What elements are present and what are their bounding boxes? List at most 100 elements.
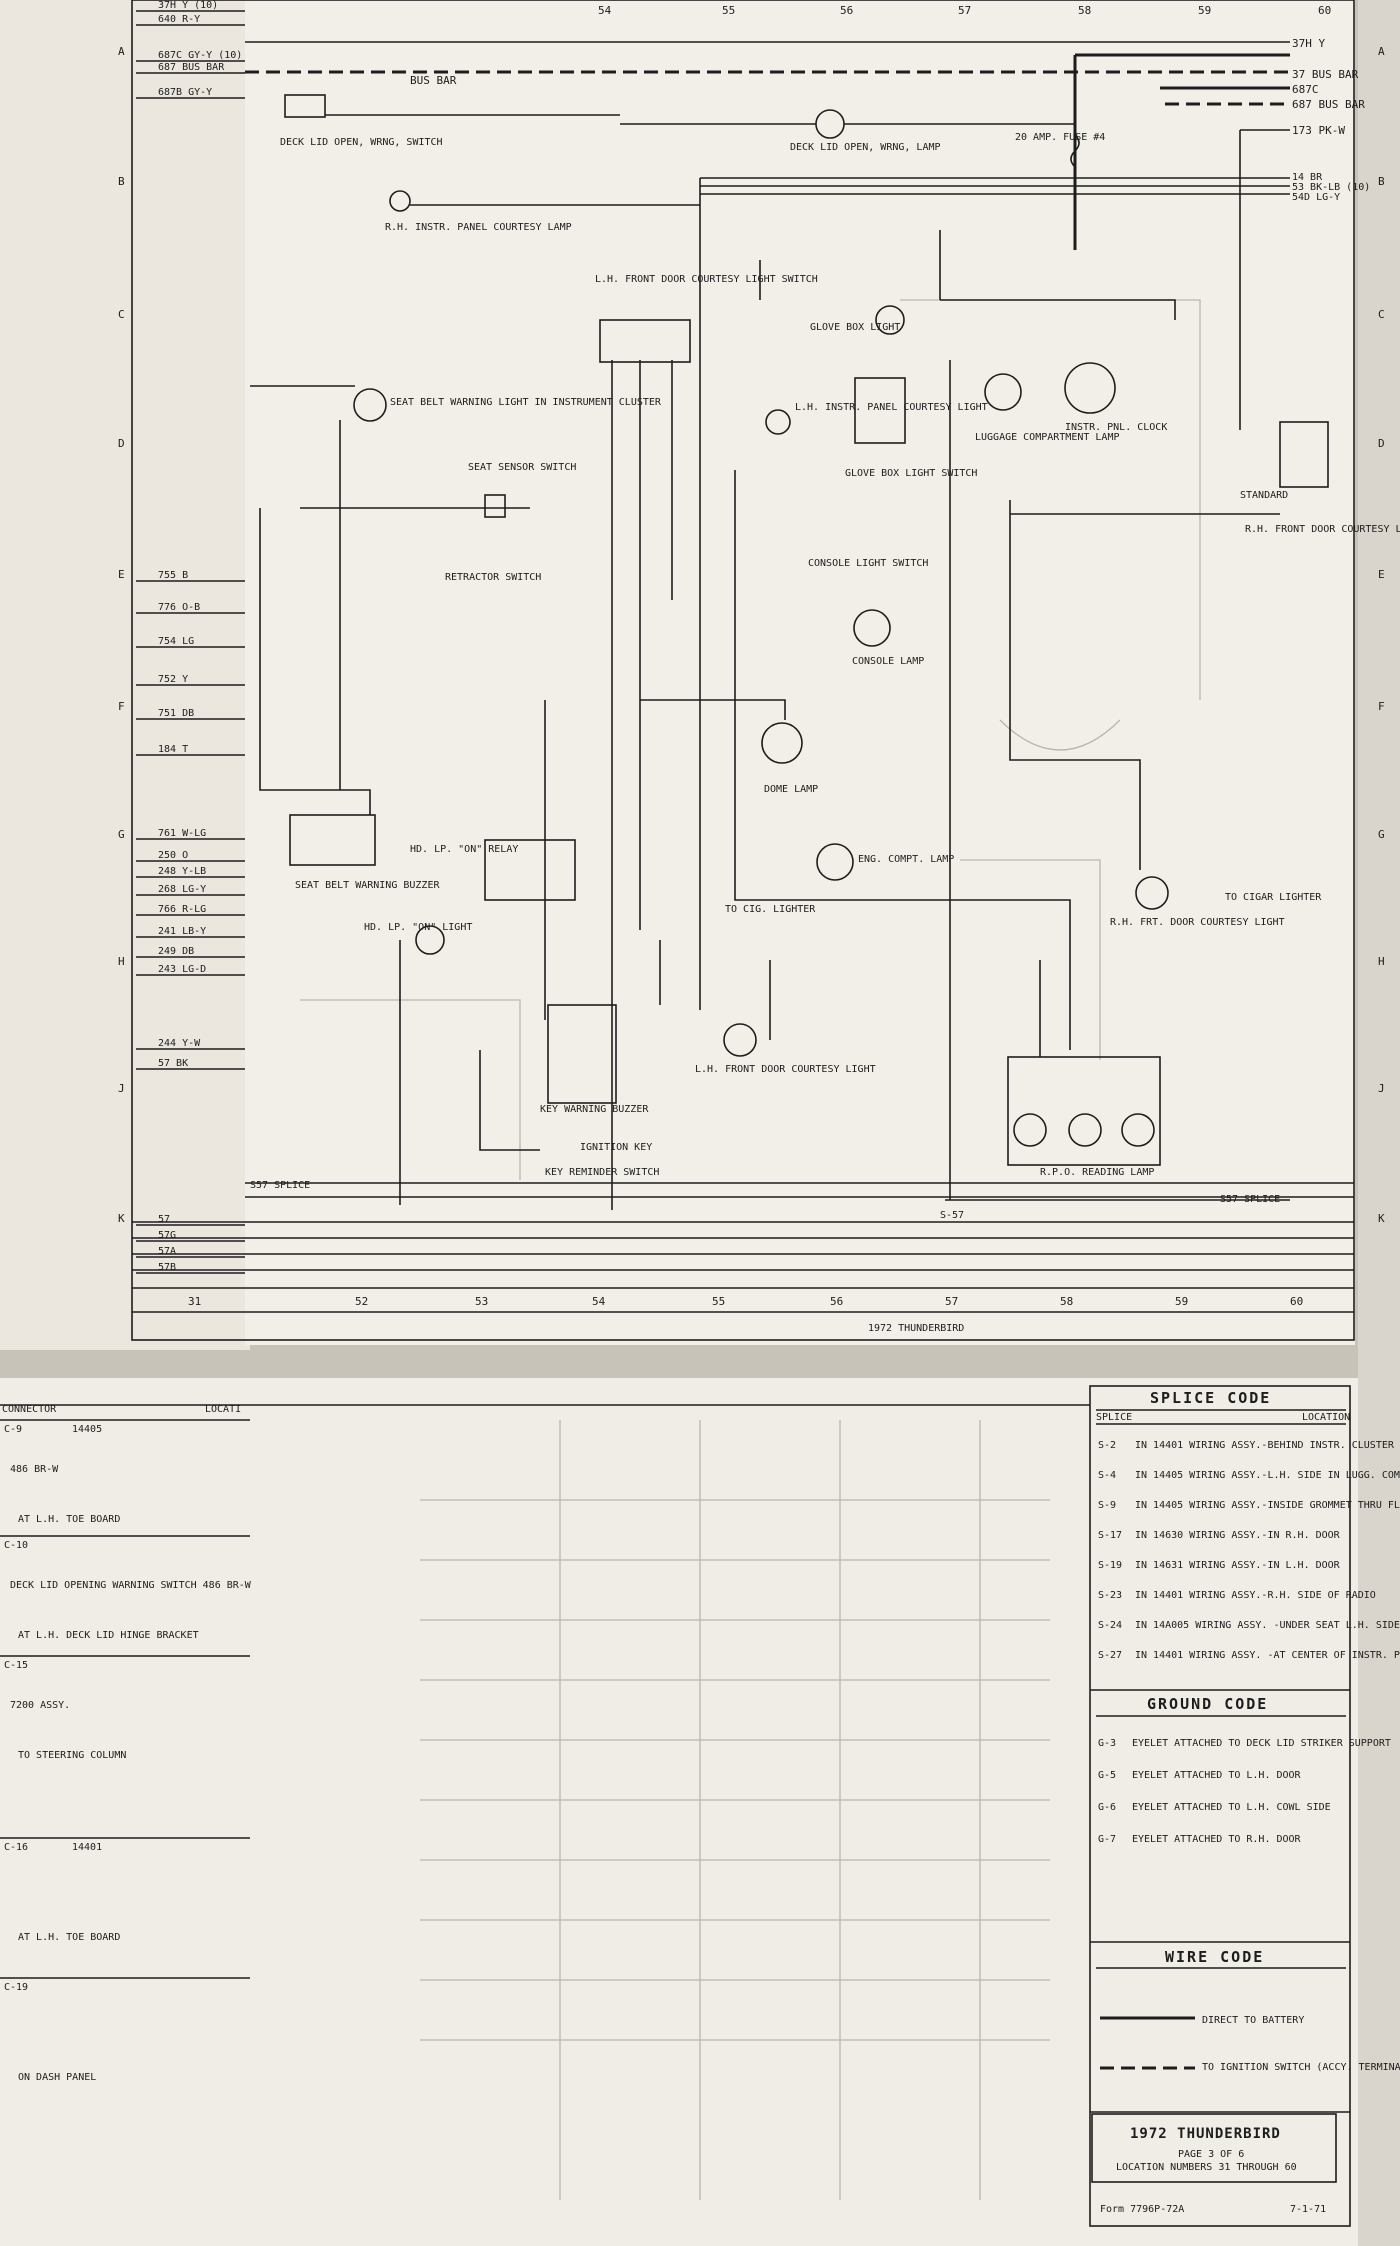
key-buzzer-label: KEY WARNING BUZZER bbox=[540, 1104, 649, 1115]
left-wire-label: 766 R-LG bbox=[158, 904, 206, 915]
connector-id: C-19 bbox=[4, 1982, 28, 1993]
relay-symbol bbox=[484, 839, 576, 901]
ground-code-heading: GROUND CODE bbox=[1147, 1695, 1268, 1713]
connector-harness: 14401 bbox=[72, 1842, 102, 1853]
connector-location: AT L.H. TOE BOARD bbox=[18, 1514, 120, 1525]
lh-door-lamp-label: L.H. FRONT DOOR COURTESY LIGHT bbox=[695, 1064, 876, 1075]
glove-box-switch-symbol bbox=[854, 377, 906, 444]
lh-instr-light-symbol bbox=[765, 409, 791, 435]
footer-locations: LOCATION NUMBERS 31 THROUGH 60 bbox=[1116, 2162, 1297, 2173]
reading-lamp-box bbox=[1007, 1056, 1161, 1166]
splice-desc: IN 14401 WIRING ASSY. -AT CENTER OF INST… bbox=[1135, 1650, 1400, 1661]
bus-label-14: 14 BR bbox=[1292, 172, 1323, 183]
column-number-top: 58 bbox=[1078, 4, 1091, 17]
splice-s57-left: S57 SPLICE bbox=[250, 1180, 310, 1191]
splice-loc-head: LOCATION bbox=[1302, 1412, 1350, 1423]
rh-instr-lamp-symbol bbox=[389, 190, 411, 212]
connector-id: C-15 bbox=[4, 1660, 28, 1671]
seat-belt-buzzer-symbol bbox=[289, 814, 376, 866]
splice-s57-mid: S-57 bbox=[940, 1210, 964, 1221]
row-letter-left: E bbox=[118, 568, 125, 581]
bus-label-37h: 37H Y bbox=[1292, 37, 1325, 50]
row-letter-right: J bbox=[1378, 1082, 1385, 1095]
cig-label: TO CIG. LIGHTER bbox=[725, 904, 816, 915]
bus-label-54d: 54D LG-Y bbox=[1292, 192, 1340, 203]
console-lamp-symbol bbox=[853, 609, 891, 647]
bus-label-687: 687 BUS BAR bbox=[1292, 98, 1365, 111]
column-number-bottom: 57 bbox=[945, 1295, 958, 1308]
eng-lamp-symbol bbox=[816, 843, 854, 881]
column-number-bottom: 55 bbox=[712, 1295, 725, 1308]
luggage-lamp-symbol bbox=[984, 373, 1022, 411]
ground-id: G-6 bbox=[1098, 1802, 1116, 1813]
left-wire-label: 57 BK bbox=[158, 1058, 188, 1069]
splice-desc: IN 14631 WIRING ASSY.-IN L.H. DOOR bbox=[1135, 1560, 1341, 1571]
splice-desc: IN 14405 WIRING ASSY.-INSIDE GROMMET THR… bbox=[1135, 1500, 1400, 1511]
bus-label-173: 173 PK-W bbox=[1292, 124, 1345, 137]
splice-id: S-23 bbox=[1098, 1590, 1122, 1601]
left-wire-label: 687C GY-Y (10) bbox=[158, 50, 242, 61]
splice-id: S-27 bbox=[1098, 1650, 1122, 1661]
to-cigar-label: TO CIGAR LIGHTER bbox=[1225, 892, 1322, 903]
connector-id: C-10 bbox=[4, 1540, 28, 1551]
glove-box-light-label: GLOVE BOX LIGHT bbox=[810, 322, 900, 333]
connector-location: AT L.H. DECK LID HINGE BRACKET bbox=[18, 1630, 199, 1641]
row-letter-right: A bbox=[1378, 45, 1385, 58]
seat-sensor-symbol bbox=[484, 494, 506, 518]
column-number-bottom: 52 bbox=[355, 1295, 368, 1308]
row-letter-left: C bbox=[118, 308, 125, 321]
deck-lid-lamp-label: DECK LID OPEN, WRNG, LAMP bbox=[790, 142, 941, 153]
column-number-bottom: 58 bbox=[1060, 1295, 1073, 1308]
connector-location: AT L.H. TOE BOARD bbox=[18, 1932, 120, 1943]
ghost-traces bbox=[300, 299, 1201, 2200]
code-panel bbox=[1089, 1385, 1351, 2227]
relay-label: HD. LP. "ON" RELAY bbox=[410, 844, 518, 855]
ground-desc: EYELET ATTACHED TO R.H. DOOR bbox=[1132, 1834, 1302, 1845]
column-number-bottom: 59 bbox=[1175, 1295, 1188, 1308]
row-letter-right: E bbox=[1378, 568, 1385, 581]
ignition-key-label: IGNITION KEY bbox=[580, 1142, 652, 1153]
reading-lamp-label: R.P.O. READING LAMP bbox=[1040, 1167, 1154, 1178]
splice-desc: IN 14A005 WIRING ASSY. -UNDER SEAT L.H. … bbox=[1135, 1620, 1400, 1631]
column-number-bottom: 54 bbox=[592, 1295, 606, 1308]
bus-label-687c: 687C bbox=[1292, 83, 1319, 96]
rh-instr-lamp-label: R.H. INSTR. PANEL COURTESY LAMP bbox=[385, 222, 572, 233]
splice-id: S-9 bbox=[1098, 1500, 1116, 1511]
left-wire-label: 755 B bbox=[158, 570, 188, 581]
seat-belt-light-symbol bbox=[353, 388, 387, 422]
left-wire-label: 248 Y-LB bbox=[158, 866, 206, 877]
row-letter-left: K bbox=[118, 1212, 125, 1225]
left-wire-label: 57G bbox=[158, 1230, 176, 1241]
rh-door-lamp-label: R.H. FRT. DOOR COURTESY LIGHT bbox=[1110, 917, 1285, 928]
row-letter-left: J bbox=[118, 1082, 125, 1095]
fuse-symbol bbox=[1070, 134, 1080, 168]
left-wire-label: 751 DB bbox=[158, 708, 194, 719]
rh-door-lamp-symbol bbox=[1135, 876, 1169, 910]
deck-lid-lamp-symbol bbox=[815, 109, 845, 139]
splice-desc: IN 14405 WIRING ASSY.-L.H. SIDE IN LUGG.… bbox=[1135, 1470, 1400, 1481]
seat-sensor-label: SEAT SENSOR SWITCH bbox=[468, 462, 576, 473]
row-letter-right: K bbox=[1378, 1212, 1385, 1225]
splice-desc: IN 14401 WIRING ASSY.-BEHIND INSTR. CLUS… bbox=[1135, 1440, 1395, 1451]
left-wire-label: 243 LG-D bbox=[158, 964, 206, 975]
row-letter-left: A bbox=[118, 45, 125, 58]
connector-pins: DECK LID OPENING WARNING SWITCH 486 BR-W bbox=[10, 1580, 252, 1591]
column-number-top: 57 bbox=[958, 4, 971, 17]
seat-belt-light-label: SEAT BELT WARNING LIGHT IN INSTRUMENT CL… bbox=[390, 397, 662, 408]
rh-door-switch-symbol bbox=[1279, 421, 1329, 488]
splice-id: S-17 bbox=[1098, 1530, 1122, 1541]
left-wire-label: 640 R-Y bbox=[158, 14, 200, 25]
form-number: Form 7796P-72A bbox=[1100, 2204, 1184, 2215]
dome-lamp-symbol bbox=[761, 722, 803, 764]
column-number-top: 56 bbox=[840, 4, 853, 17]
wire-code-ignition: TO IGNITION SWITCH (ACCY. TERMINAL) bbox=[1202, 2062, 1400, 2073]
connector-pins: 486 BR-W bbox=[10, 1464, 59, 1475]
splice-col-head: SPLICE bbox=[1096, 1412, 1132, 1423]
column-number-bottom: 53 bbox=[475, 1295, 488, 1308]
page-title: 1972 THUNDERBIRD bbox=[868, 1323, 964, 1334]
bus-label-37: 37 BUS BAR bbox=[1292, 68, 1359, 81]
